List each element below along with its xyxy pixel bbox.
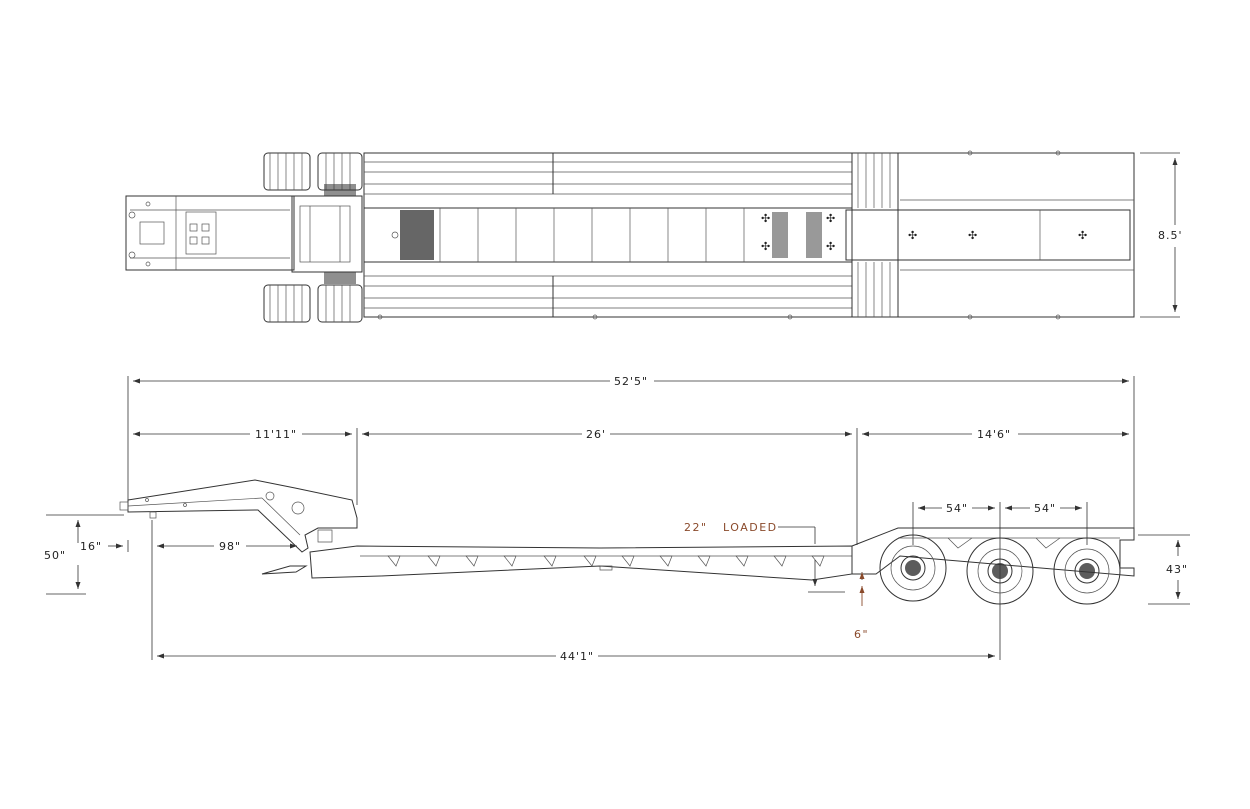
loaded-height-value: 22" [684,521,708,534]
swing-radius-label: 98" [219,540,241,553]
width-label: 8.5' [1158,229,1183,242]
side-main-beam [309,545,853,581]
gooseneck-length-dimension: 11'11" [133,428,352,441]
axle-spacing-2-dimension: 54" [1005,502,1082,515]
side-gooseneck [119,479,358,575]
side-wheel-2 [966,537,1034,605]
swing-radius-dimension: 98" [157,540,297,553]
kingpin-to-axle-label: 44'1" [560,650,594,663]
side-wheel-3 [1053,537,1121,605]
side-view: 52'5" 11'11" 26' 14'6" 54" [44,375,1190,663]
side-wheel-1 [879,534,947,602]
svg-text:✣: ✣ [968,229,978,242]
rear-deck-height-dimension: 43" [1138,534,1190,605]
top-gooseneck-body [291,195,363,273]
deck-length-dimension: 26' [362,428,852,441]
axle-spacing-1-label: 54" [946,502,968,515]
top-view: ✣✣ ✣✣ ✣ ✣ ✣ [125,150,1183,323]
axle-spacing-2-label: 54" [1034,502,1056,515]
width-dimension: 8.5' [1140,152,1183,318]
kingpin-setback-dimension: 16" [80,540,129,553]
svg-text:✣: ✣ [826,212,836,225]
svg-text:✣: ✣ [826,240,836,253]
deck-length-label: 26' [586,428,606,441]
svg-text:✣: ✣ [1078,229,1088,242]
rear-length-label: 14'6" [977,428,1011,441]
axle-spacing-1-dimension: 54" [918,502,995,515]
svg-text:✣: ✣ [761,240,771,253]
rear-deck-height-label: 43" [1166,563,1188,576]
overall-length-label: 52'5" [614,375,648,388]
svg-text:✣: ✣ [908,229,918,242]
loaded-height-annotation: 22" LOADED [684,521,845,593]
gooseneck-length-label: 11'11" [255,428,297,441]
top-rear-section: ✣ ✣ ✣ [845,150,1135,320]
rear-length-dimension: 14'6" [862,428,1129,441]
top-outrigger-right [317,152,363,323]
svg-text:✣: ✣ [761,212,771,225]
loaded-height-label: LOADED [723,521,778,534]
side-stake-pockets [387,555,825,567]
kingpin-to-axle-dimension: 44'1" [157,650,995,663]
overall-length-dimension: 52'5" [133,375,1129,388]
top-outrigger-left [263,152,311,323]
ground-clearance-annotation: 6" [854,572,869,641]
top-gooseneck-neck [125,195,295,271]
ground-clearance-label: 6" [854,628,869,641]
gooseneck-height-dimension: 50" [44,514,124,595]
top-main-deck: ✣ ✣ ✣ ✣ [363,152,853,320]
gooseneck-height-label: 50" [44,549,66,562]
kingpin-setback-label: 16" [80,540,102,553]
